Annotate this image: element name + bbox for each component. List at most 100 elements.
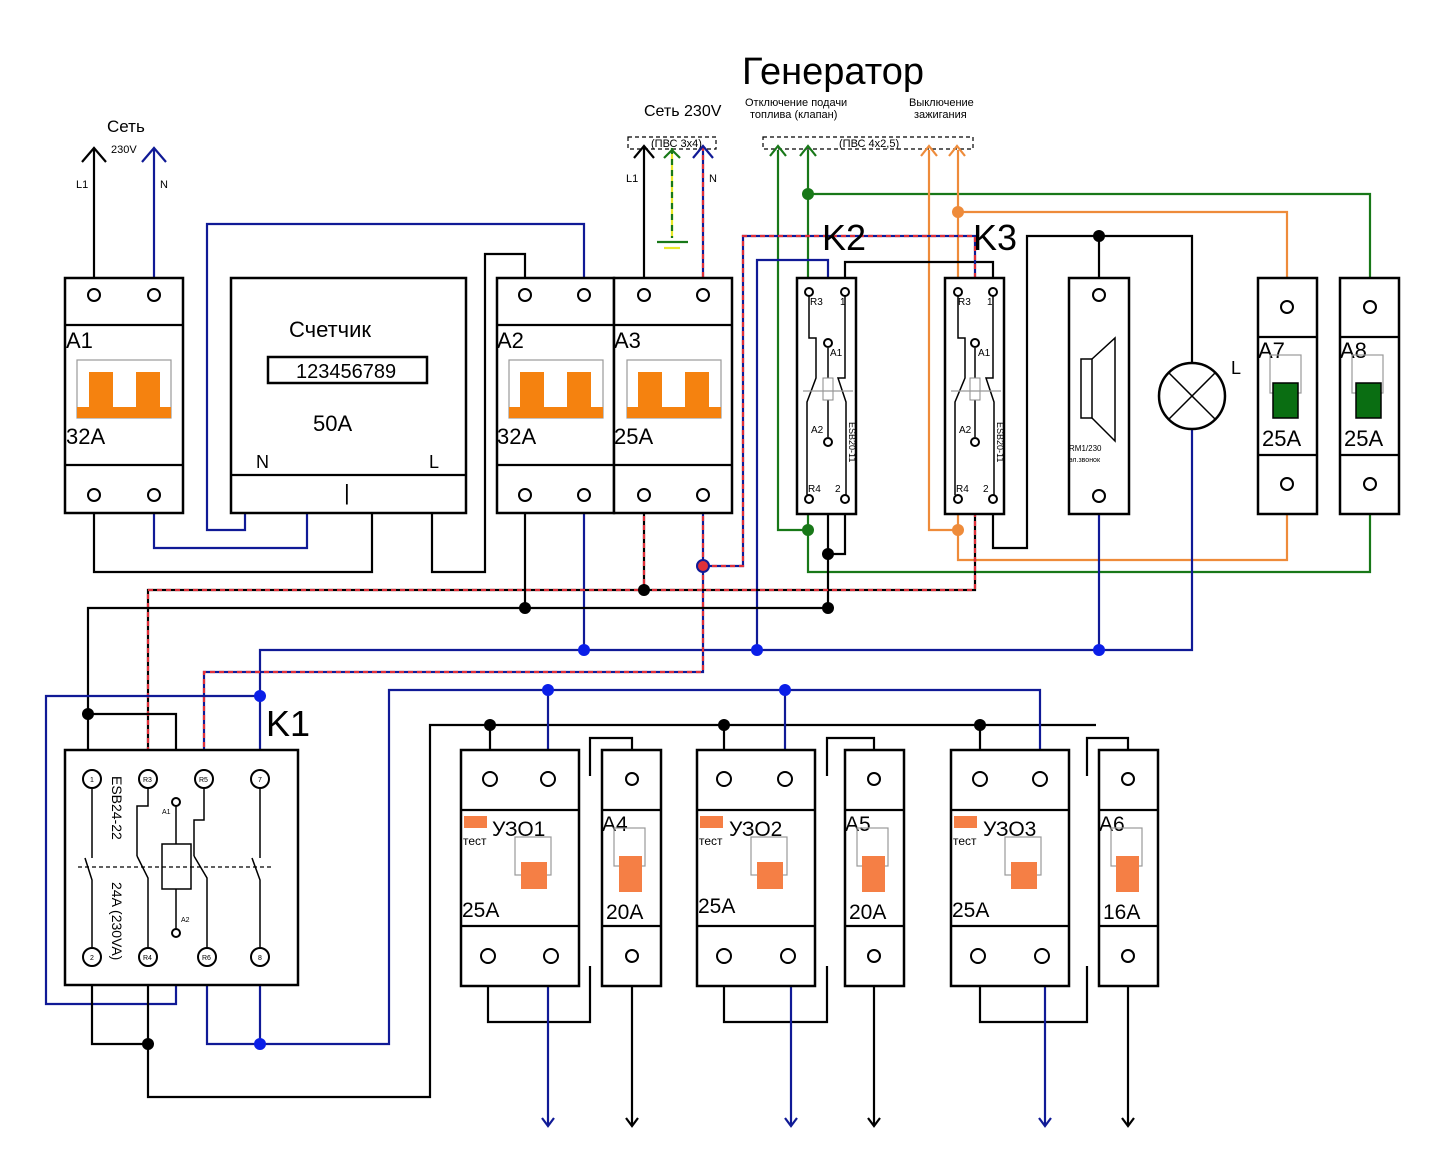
test-button[interactable] [954, 816, 977, 828]
breaker-id: A2 [497, 328, 524, 353]
breaker-id: A8 [1340, 338, 1367, 363]
arrow-up-icon [948, 144, 966, 157]
junction-dot [718, 719, 730, 731]
breaker-a1: A1 32A [63, 276, 185, 515]
breaker-rating: 25A [1344, 426, 1383, 451]
arrow-down-icon [867, 1117, 881, 1128]
test-label: тест [953, 834, 977, 848]
terminal-label: 2 [90, 955, 94, 962]
junction-dot [696, 559, 710, 573]
rcd-id: УЗО1 [492, 818, 545, 841]
junctions [82, 188, 1105, 1050]
arrow-up-icon [799, 144, 817, 157]
arrow-down-icon [625, 1117, 639, 1128]
contactor-id: K1 [266, 703, 310, 744]
junction-dot [638, 584, 650, 596]
junction-dot [822, 548, 834, 560]
wire [205, 688, 1042, 1046]
breaker-a8: A8 25A [1338, 276, 1401, 516]
rcd-id: УЗО2 [729, 818, 782, 841]
breaker-handle [1116, 856, 1139, 892]
rcd-rating: 25A [698, 895, 735, 918]
rcd-id: УЗО3 [983, 818, 1036, 841]
terminal-label: R4 [143, 955, 152, 962]
terminal-label: 2 [983, 484, 989, 495]
breaker-id: A5 [845, 813, 871, 836]
rcd-2: тест УЗО2 25A [695, 748, 817, 988]
breaker-a5: A5 20A [843, 748, 906, 988]
grid-input: Сеть 230V L1 N [76, 117, 168, 288]
terminal-label: R4 [956, 484, 969, 495]
terminal-label: R3 [143, 777, 152, 784]
arrow-up-icon [81, 146, 107, 163]
meter-n-label: N [256, 452, 269, 472]
grid-input-title: Сеть [107, 117, 145, 136]
contactor-model: ESB24-22 [109, 776, 125, 840]
breaker-a4: A4 20A [600, 748, 663, 988]
terminal-label: R4 [808, 484, 821, 495]
relay-id: K3 [973, 217, 1017, 258]
bell-model: RM1/230 [1069, 444, 1102, 453]
terminal [87, 488, 101, 502]
breaker-id: A3 [614, 328, 641, 353]
test-button[interactable] [700, 816, 723, 828]
breaker-handle [862, 856, 885, 892]
terminal-label: R6 [202, 955, 211, 962]
contactor-rating: 24A (230VA) [109, 882, 125, 960]
breaker-handle [638, 372, 662, 407]
relay-k2: K2 R3 1 A1 A2 R4 2 ESB20-11 [795, 217, 866, 516]
arrow-up-icon [633, 144, 655, 159]
junction-dot [952, 524, 964, 536]
junction-dot [952, 206, 964, 218]
junction-dot [484, 719, 496, 731]
breaker-id: A1 [66, 328, 93, 353]
junction-dot [542, 684, 554, 696]
arrow-up-icon [141, 146, 167, 163]
rcd-rating: 25A [952, 899, 989, 922]
junction-dot [142, 1038, 154, 1050]
wire [258, 428, 1194, 690]
electric-bell: RM1/230 эл.звонок [1067, 276, 1131, 516]
wire [146, 723, 1096, 1099]
signal-lamp: L [1157, 358, 1241, 431]
rcd-rating: 25A [462, 899, 499, 922]
breaker-handle [136, 372, 160, 407]
wire [927, 150, 958, 532]
breaker-handle [520, 372, 544, 407]
meter-l-label: L [429, 452, 439, 472]
junction-dot [751, 644, 763, 656]
terminal-label: 2 [835, 484, 841, 495]
wire [152, 498, 309, 550]
wire [205, 222, 586, 532]
terminal-label: 1 [840, 297, 846, 308]
breaker-handle [89, 372, 113, 407]
breaker-handle [567, 372, 591, 407]
terminal-label: A2 [959, 425, 972, 436]
breaker-handle [1355, 382, 1382, 419]
wire [958, 210, 1289, 290]
junction-dot [974, 719, 986, 731]
generator-input-title: Сеть 230V [644, 103, 722, 120]
junction-dot [254, 1038, 266, 1050]
generator-input: Сеть 230V (ПВС 3х4) L1 N [626, 103, 722, 288]
terminal-label: 8 [258, 955, 262, 962]
terminal-label: 7 [258, 777, 262, 784]
relay-model: ESB20-11 [847, 422, 857, 462]
contactor-k1: K1 1 R3 R5 7 2 R4 R6 8 A1 A2 ESB24-22 24… [63, 703, 310, 987]
meter-center-mark: | [344, 480, 350, 505]
terminal [147, 488, 161, 502]
meter-reading: 123456789 [296, 361, 396, 383]
wire [843, 260, 995, 290]
junction-dot [802, 524, 814, 536]
cable-bracket [762, 136, 974, 150]
relay-id: K2 [822, 217, 866, 258]
terminal-label: R3 [810, 297, 823, 308]
arrow-up-icon [692, 144, 714, 159]
breaker-handle [685, 372, 709, 407]
wire [978, 956, 1089, 1024]
breaker-a2: A2 32A [495, 276, 616, 515]
fuel-label-line1: Отключение подачи [745, 97, 847, 109]
test-button[interactable] [464, 816, 487, 828]
wire [808, 192, 1372, 290]
relay-k3: K3 R3 1 A1 A2 R4 2 ESB20-11 [943, 217, 1017, 516]
